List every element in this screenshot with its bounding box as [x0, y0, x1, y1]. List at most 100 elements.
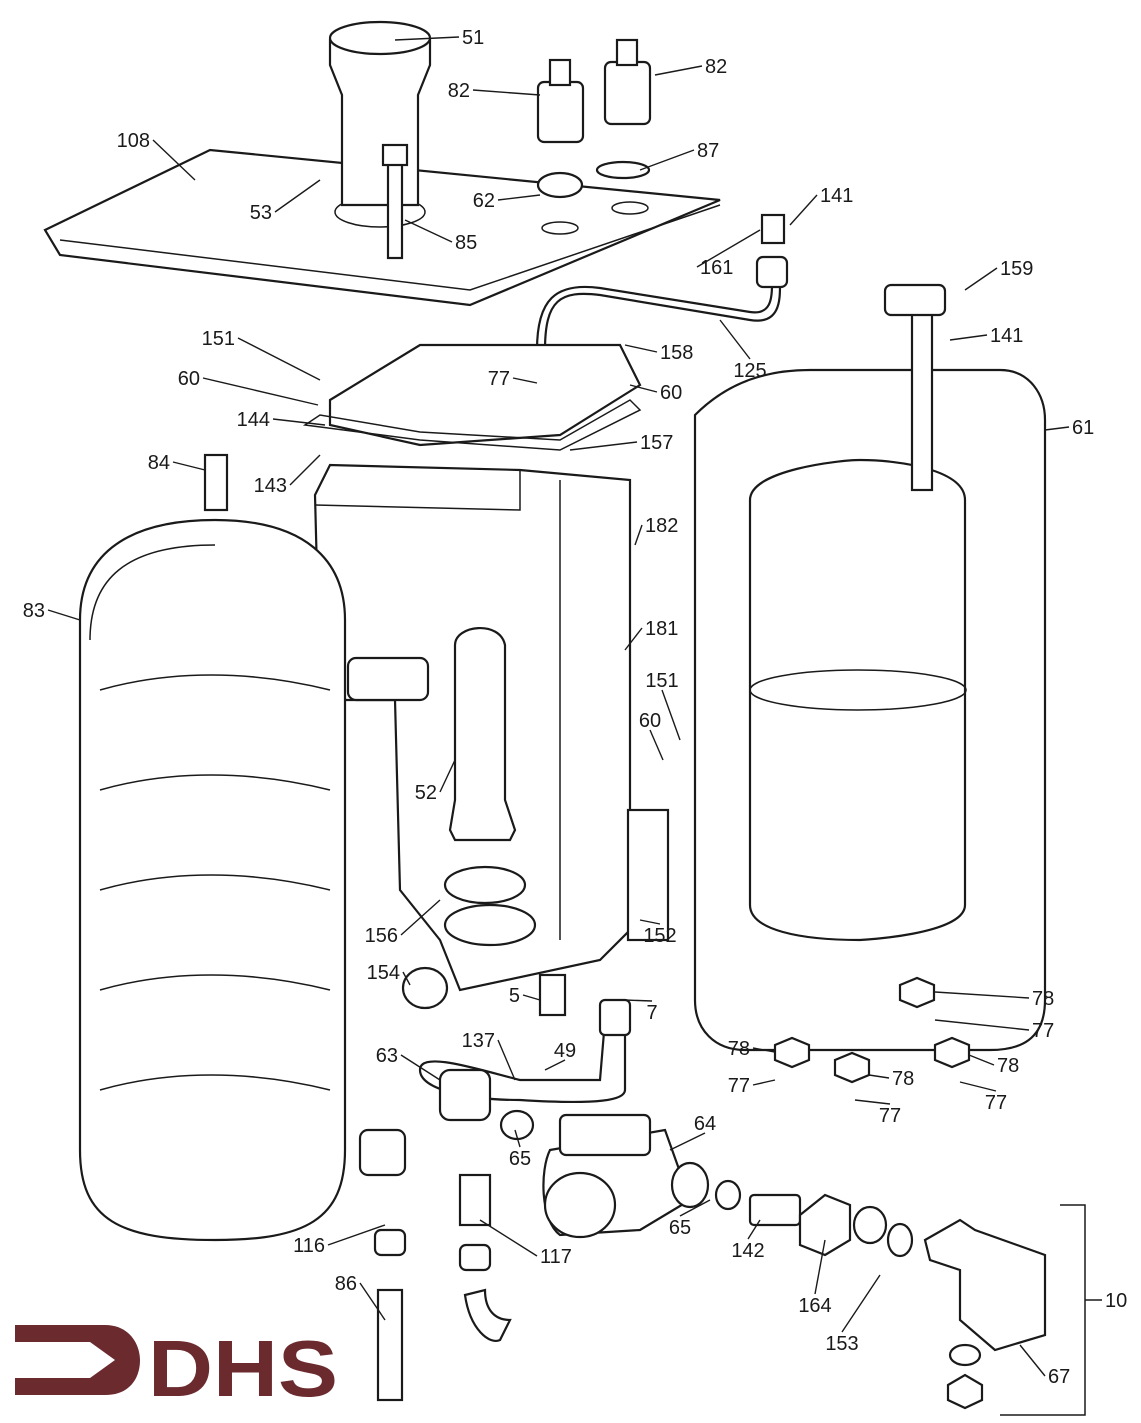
leader-line [854, 1099, 891, 1105]
part-number-label: 182 [645, 515, 678, 537]
leader-line [624, 999, 653, 1002]
leader-line [649, 729, 664, 761]
leader-line [752, 1079, 776, 1086]
leader-line [439, 759, 456, 793]
leader-line [1019, 1344, 1046, 1377]
leader-line [639, 919, 661, 925]
part-number-label: 62 [473, 190, 495, 212]
leader-line [629, 384, 658, 393]
leader-line [272, 418, 326, 426]
part-number-label: 61 [1072, 417, 1094, 439]
part-number-label: 141 [820, 185, 853, 207]
leader-line [400, 899, 441, 936]
leader-line [569, 441, 638, 451]
leader-line [522, 994, 541, 1001]
part-number-label: 60 [660, 382, 682, 404]
leader-line [274, 179, 321, 213]
part-number-label: 10 [1105, 1290, 1127, 1312]
part-number-label: 158 [660, 342, 693, 364]
leader-line [669, 1132, 706, 1151]
part-number-label: 67 [1048, 1366, 1070, 1388]
leader-line [814, 1239, 826, 1295]
leader-line [964, 267, 998, 291]
pipe [376, 1288, 404, 1402]
leader-line [661, 689, 681, 741]
parts-drawing [43, 20, 1086, 1416]
part-number-label: 143 [254, 475, 287, 497]
dhs-logo: DHS [15, 1324, 338, 1413]
part-number-label: 77 [985, 1092, 1007, 1114]
leader-line [237, 337, 321, 381]
air-vent [536, 80, 585, 144]
part-number-label: 78 [728, 1038, 750, 1060]
part-number-label: 141 [990, 325, 1023, 347]
part-number-label: 157 [640, 432, 673, 454]
flue-adaptor [328, 38, 432, 207]
leader-line [639, 149, 695, 171]
leader-line [472, 89, 541, 96]
part-number-label: 151 [202, 328, 235, 350]
leader-line [497, 194, 541, 201]
leader-line [289, 454, 321, 486]
cylinder [748, 458, 967, 942]
part-number-label: 65 [669, 1217, 691, 1239]
logo-text: DHS [148, 1324, 338, 1413]
leader-line [747, 1219, 761, 1240]
part-number-label: 156 [365, 925, 398, 947]
part-number-label: 159 [1000, 258, 1033, 280]
leader-line [479, 1219, 538, 1257]
leader-line [868, 1074, 890, 1079]
part-number-label: 53 [250, 202, 272, 224]
leader-line [789, 194, 818, 226]
leader-line [544, 1059, 566, 1071]
leader-line [934, 1019, 1030, 1031]
part-number-label: 153 [825, 1333, 858, 1355]
part-number-label: 142 [731, 1240, 764, 1262]
part-number-label: 63 [376, 1045, 398, 1067]
part-number-label: 52 [415, 782, 437, 804]
part-number-label: 82 [705, 56, 727, 78]
leader-line [949, 334, 988, 341]
part-number-label: 151 [645, 670, 678, 692]
part-number-label: 116 [293, 1235, 325, 1257]
leader-line [404, 219, 453, 243]
part-number-label: 83 [23, 600, 45, 622]
part-number-label: 137 [462, 1030, 495, 1052]
part-number-label: 164 [798, 1295, 831, 1317]
part-number-label: 152 [643, 925, 676, 947]
part-number-label: 78 [997, 1055, 1019, 1077]
pipe [535, 283, 782, 352]
gasket [302, 399, 642, 451]
part-number-label: 7 [646, 1002, 657, 1024]
leader-line [47, 609, 81, 621]
part-number-label: 85 [455, 232, 477, 254]
leader-line [624, 344, 658, 353]
leader-line [172, 461, 206, 471]
leader-line [968, 1054, 995, 1066]
part-number-label: 49 [554, 1040, 576, 1062]
leader-line [959, 1081, 997, 1092]
part-number-label: 60 [178, 368, 200, 390]
part-number-label: 82 [448, 80, 470, 102]
part-number-label: 5 [509, 985, 520, 1007]
part-number-label: 161 [700, 257, 733, 279]
part-number-label: 60 [639, 710, 661, 732]
part-number-label: 87 [697, 140, 719, 162]
leader-line [394, 36, 460, 41]
part-number-label: 154 [367, 962, 400, 984]
part-number-label: 64 [694, 1113, 716, 1135]
part-number-label: 77 [728, 1075, 750, 1097]
combustion-cover [328, 343, 642, 447]
part-number-label: 125 [733, 360, 766, 382]
part-number-label: 77 [879, 1105, 901, 1127]
part-number-label: 78 [892, 1068, 914, 1090]
leader-line [512, 377, 538, 384]
leader-line [696, 229, 761, 268]
leader-line [634, 524, 643, 546]
part-number-label: 51 [462, 27, 484, 49]
part-number-label: 78 [1032, 988, 1054, 1010]
part-number-label: 77 [1032, 1020, 1054, 1042]
part-number-label: 117 [540, 1246, 572, 1268]
